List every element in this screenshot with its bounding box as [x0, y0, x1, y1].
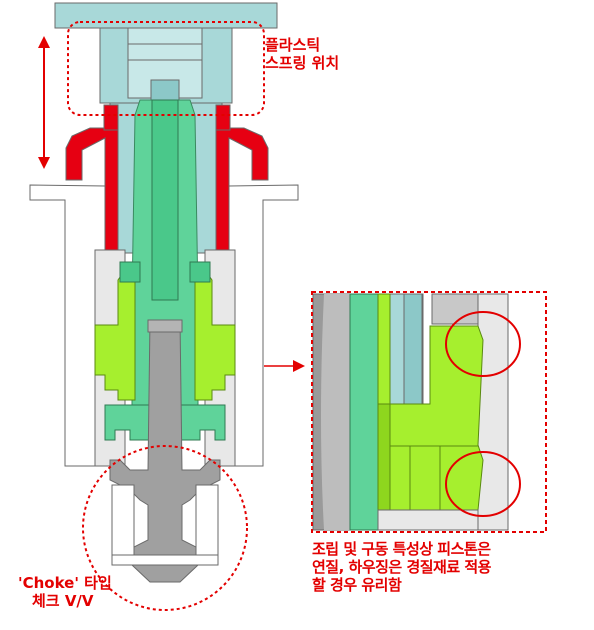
spring-label-line1: 플라스틱: [265, 36, 321, 54]
spring-core: [127, 27, 203, 99]
detail-dashed-border: [311, 291, 547, 533]
spring-travel-arrow: [38, 36, 50, 169]
lime-piston-right: [194, 269, 236, 401]
spring-position-label: 플라스틱 스프링 위치: [265, 36, 339, 72]
bottom-body-left: [111, 484, 135, 556]
piston-rod: [151, 99, 179, 301]
choke-label-line1: 'Choke' 타입: [18, 574, 112, 592]
lime-piston-left: [94, 269, 136, 401]
contact-highlight-upper: [445, 311, 521, 377]
note-line3: 할 경우 유리함: [312, 576, 402, 594]
note-line1: 조립 및 구동 특성상 피스톤은: [312, 540, 491, 558]
outer-body-right: [228, 184, 299, 467]
note-line2: 연질, 하우징은 경질재료 적용: [312, 558, 491, 576]
bottom-body-right: [195, 484, 219, 556]
detail-view: [311, 291, 547, 533]
valve-assembly: [29, 2, 299, 583]
top-cap: [54, 2, 278, 29]
choke-highlight-circle: [82, 445, 248, 611]
contact-highlight-lower: [445, 451, 521, 517]
outer-body-left: [29, 184, 106, 467]
spring-label-line2: 스프링 위치: [265, 54, 340, 72]
choke-label-line2: 체크 V/V: [32, 592, 94, 610]
spring-highlight-box: [67, 21, 265, 116]
choke-check-valve-label: 'Choke' 타입 체크 V/V: [18, 574, 112, 610]
material-note-label: 조립 및 구동 특성상 피스톤은 연질, 하우징은 경질재료 적용 할 경우 유…: [312, 540, 491, 594]
